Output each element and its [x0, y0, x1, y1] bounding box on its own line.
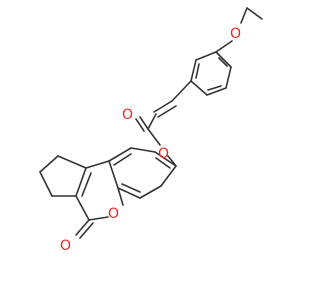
- bond-ring2-inner-3: [113, 153, 132, 166]
- bond-pyran-b: [85, 160, 110, 169]
- bond-ring2-f: [130, 147, 156, 153]
- bond-vinyl-carbonyl-c: [147, 113, 157, 130]
- bond-ring1-d: [190, 80, 208, 96]
- bond-aryl-vinyl: [171, 80, 192, 102]
- bond-ring2-e: [108, 147, 132, 162]
- bond-ring2-d: [108, 160, 119, 189]
- bond-pyran-e: [88, 216, 109, 221]
- bond-pyran-a: [117, 187, 124, 206]
- bond-cp-a: [57, 155, 87, 169]
- bond-ring1-inner-3: [195, 63, 200, 79]
- atom-ether-oxygen: O: [230, 26, 241, 42]
- molecule-diagram: O O O O O: [39, 7, 263, 254]
- bond-cp-c: [39, 171, 53, 197]
- bond-ring1-inner-2: [207, 85, 222, 91]
- bond-o-aryl: [215, 40, 233, 53]
- bond-ring2-c: [117, 187, 141, 199]
- structure-svg: O O O O O: [39, 7, 263, 254]
- bond-carbonyl-double-a: [139, 116, 149, 130]
- bond-ethyl-ch3-ch2: [246, 7, 263, 20]
- bond-ring2-b: [139, 185, 162, 199]
- bond-ring1-a: [215, 51, 232, 68]
- chromenone-benzene-ring: [108, 147, 177, 199]
- atom-ester-carbonyl-oxygen: O: [122, 107, 133, 123]
- bond-ring2-a: [160, 165, 177, 187]
- bond-pyran-d: [75, 195, 90, 221]
- cyclopentane-ring: [39, 155, 87, 197]
- bond-ring1-b: [225, 66, 232, 89]
- bond-ring2-inner-2: [121, 183, 141, 193]
- atom-ester-oxygen: O: [158, 146, 169, 162]
- bond-ring2-g: [154, 151, 177, 167]
- ethoxy-group: [215, 7, 263, 53]
- bond-ring1-c: [206, 87, 227, 96]
- benzene-ring-top: [190, 51, 232, 96]
- bond-vinyl-double-b: [157, 105, 177, 118]
- bond-lactone-double-b: [79, 222, 94, 239]
- bond-pyran-c-inner: [81, 172, 92, 197]
- atom-lactone-carbonyl-oxygen: O: [60, 238, 71, 254]
- bond-ring1-f: [195, 51, 217, 61]
- bond-carbonyl-double-b: [135, 118, 145, 132]
- bond-ring1-inner-1: [218, 57, 228, 67]
- bond-ring2-inner-1: [155, 157, 171, 169]
- bond-vinyl-double-a: [153, 100, 173, 113]
- bond-pyran-c: [75, 167, 87, 197]
- bond-cp-b: [39, 155, 59, 173]
- bond-lactone-double-a: [75, 219, 90, 236]
- bond-ring1-e: [190, 59, 197, 82]
- pyranone-ring: [75, 160, 124, 239]
- bond-carbonyl-ester-o: [147, 128, 161, 146]
- bond-ethyl-ch2-o: [240, 7, 248, 24]
- atom-ring-oxygen: O: [108, 206, 119, 222]
